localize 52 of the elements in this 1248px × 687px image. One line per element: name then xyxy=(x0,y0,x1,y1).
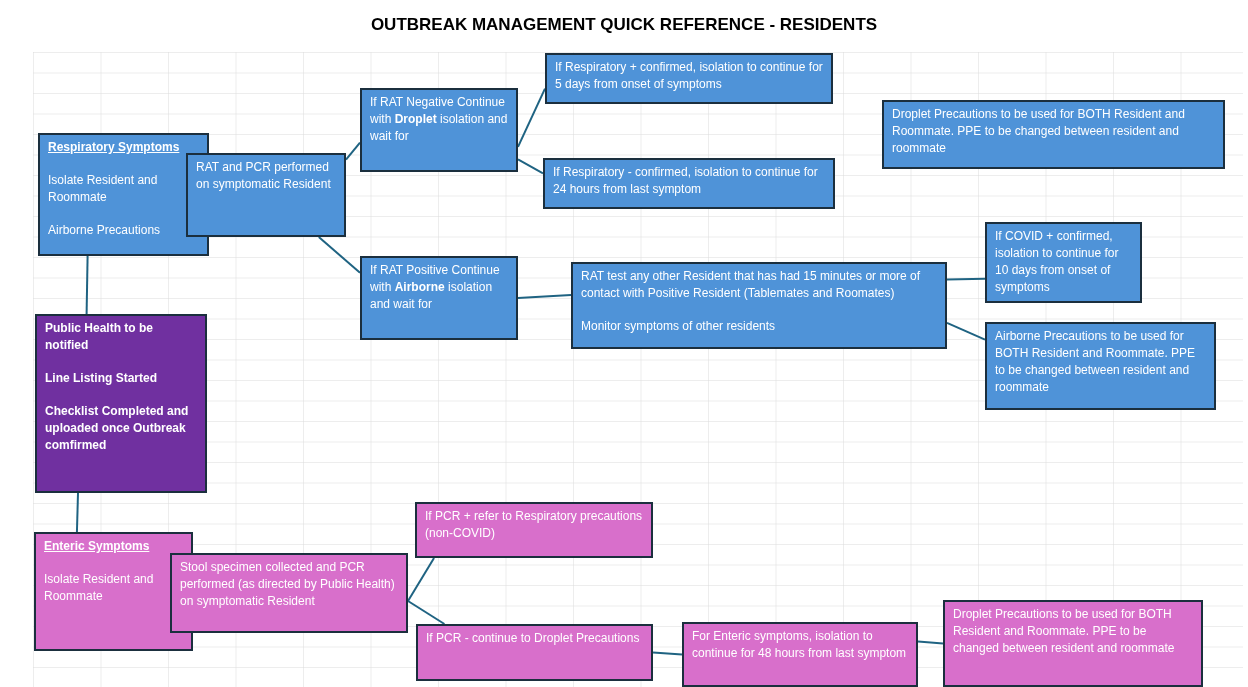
connector-line xyxy=(652,651,683,656)
box-text: Stool specimen collected and PCR performed (as directed by Public Health) on symptomatic Resident xyxy=(180,559,396,610)
process-box xyxy=(360,256,518,340)
box-text: Monitor symptoms of other residents xyxy=(581,318,777,335)
diagram-title: OUTBREAK MANAGEMENT QUICK REFERENCE - RESIDENTS xyxy=(370,14,878,36)
connector-line xyxy=(407,600,446,625)
box-text: Isolate Resident and Roommate xyxy=(48,172,159,206)
connector-line xyxy=(345,141,361,161)
box-text: If RAT Positive Continue with Airborne isolation and wait for xyxy=(370,262,501,313)
box-text: If Respiratory - confirmed, isolation to continue for 24 hours from last symptom xyxy=(553,164,819,198)
connector-line xyxy=(517,294,572,299)
box-text: RAT test any other Resident that has had 15 minutes or more of contact with Positive Resident (Tablemates and Roomates) xyxy=(581,268,922,302)
box-heading: Respiratory Symptoms xyxy=(48,139,181,156)
process-box xyxy=(186,153,346,237)
box-text: Line Listing Started xyxy=(45,370,158,387)
connector-line xyxy=(946,321,986,341)
box-text: If RAT Negative Continue with Droplet isolation and wait for xyxy=(370,94,509,145)
process-box xyxy=(985,322,1216,410)
box-text: Airborne Precautions to be used for BOTH Resident and Roommate. PPE to be changed between resident and roommate xyxy=(995,328,1197,396)
box-text: Isolate Resident and Roommate xyxy=(44,571,155,605)
process-box xyxy=(571,262,947,349)
connector-line xyxy=(407,557,436,602)
box-heading: Enteric Symptoms xyxy=(44,538,151,555)
process-box xyxy=(985,222,1142,303)
box-text: Droplet Precautions to be used for BOTH Resident and Roommate. PPE to be changed between resident and roommate xyxy=(953,606,1176,657)
process-box xyxy=(416,624,653,681)
box-text: RAT and PCR performed on symptomatic Resident xyxy=(196,159,332,193)
process-box xyxy=(545,53,833,104)
process-box xyxy=(415,502,653,558)
box-text: If PCR + refer to Respiratory precautions (non-COVID) xyxy=(425,508,644,542)
process-box xyxy=(543,158,835,209)
connector-line xyxy=(517,87,546,148)
process-box xyxy=(682,622,918,687)
connector-line xyxy=(85,255,89,315)
process-box xyxy=(35,314,207,493)
box-text: If PCR - continue to Droplet Precautions xyxy=(426,630,641,647)
box-text: If COVID + confirmed, isolation to continue for 10 days from onset of symptoms xyxy=(995,228,1120,296)
process-box xyxy=(882,100,1225,169)
box-text: Checklist Completed and uploaded once Outbreak comfirmed xyxy=(45,403,190,454)
box-text: Public Health to be notified xyxy=(45,320,154,354)
process-box xyxy=(170,553,408,633)
box-text: Airborne Precautions xyxy=(48,222,162,239)
connector-line xyxy=(946,277,986,281)
process-box xyxy=(360,88,518,172)
box-text: For Enteric symptoms, isolation to continue for 48 hours from last symptom xyxy=(692,628,908,662)
box-text: If Respiratory + confirmed, isolation to continue for 5 days from onset of symptoms xyxy=(555,59,824,93)
connector-line xyxy=(317,236,361,274)
connector-line xyxy=(917,640,944,645)
process-box xyxy=(943,600,1203,687)
connector-line xyxy=(517,158,544,175)
box-text: Droplet Precautions to be used for BOTH Resident and Roommate. PPE to be changed between resident and roommate xyxy=(892,106,1186,157)
connector-line xyxy=(75,492,79,533)
